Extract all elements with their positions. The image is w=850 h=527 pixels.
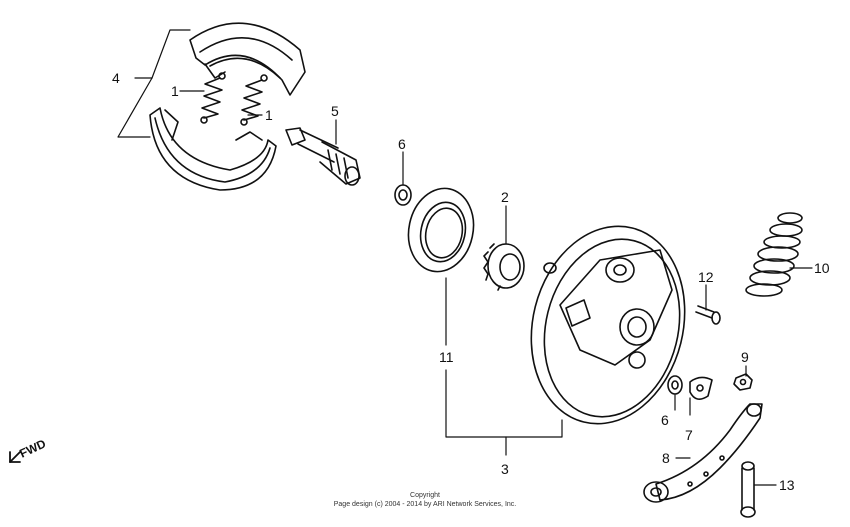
- label-13: 13: [779, 477, 795, 493]
- brake-arm: [643, 403, 763, 503]
- label-12: 12: [698, 269, 714, 285]
- label-1-left: 1: [171, 83, 179, 99]
- bolt-13: [740, 461, 756, 518]
- dust-seal-ring: [407, 187, 475, 273]
- label-6-upper: 6: [398, 136, 406, 152]
- label-11: 11: [439, 349, 454, 365]
- nut-9: [733, 373, 753, 391]
- label-2: 2: [501, 189, 509, 205]
- page-design-credit: Page design (c) 2004 - 2014 by ARI Netwo…: [333, 501, 517, 508]
- brake-cam-shaft: [285, 127, 361, 186]
- part-labels: 4 1 1 5 6 2 10 12 11 9 6 7 8 3 13 FWD: [17, 70, 829, 493]
- fwd-label: FWD: [17, 436, 48, 460]
- label-1-right: 1: [265, 107, 273, 123]
- indicator-gear: [483, 243, 525, 291]
- leader-lines: [117, 29, 813, 486]
- label-6-lower: 6: [661, 412, 669, 428]
- return-spring: [745, 212, 803, 297]
- pin-small: [543, 262, 557, 274]
- brake-shoe-lower: [149, 107, 277, 191]
- plate-7: [689, 376, 713, 400]
- copyright-line: Copyright: [410, 492, 440, 499]
- bolt-12: [695, 305, 721, 325]
- washer-lower: [667, 375, 683, 395]
- fwd-arrow-icon: [9, 451, 21, 463]
- label-4: 4: [112, 70, 120, 86]
- label-3: 3: [501, 461, 509, 477]
- brake-panel: [530, 225, 686, 425]
- washer-small: [394, 184, 412, 206]
- label-8: 8: [662, 450, 670, 466]
- label-7: 7: [685, 427, 693, 443]
- label-10: 10: [814, 260, 830, 276]
- shoe-spring-right: [240, 74, 268, 126]
- shoe-spring-left: [200, 72, 226, 124]
- label-9: 9: [741, 349, 749, 365]
- label-5: 5: [331, 103, 339, 119]
- brake-shoe-upper: [189, 22, 306, 96]
